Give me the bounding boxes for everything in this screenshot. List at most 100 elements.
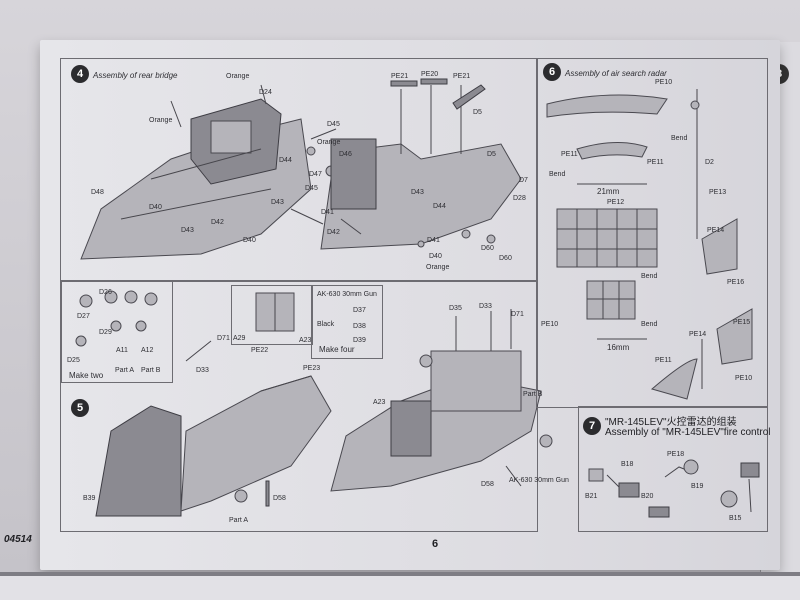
label-orange-2: Orange: [149, 117, 173, 124]
label-d47: D47: [309, 171, 322, 178]
label-d37: D37: [353, 307, 366, 314]
label-d27: D27: [77, 313, 90, 320]
label-pe10: PE10: [655, 79, 673, 86]
label-d48: D48: [91, 189, 104, 196]
instruction-sheet: 4 Assembly of rear bridge: [4, 40, 780, 570]
label-ak630-2: AK-630 30mm Gun: [509, 477, 569, 484]
label-pe21: PE21: [391, 73, 409, 80]
dimension-21mm: 21mm: [597, 187, 620, 196]
make-two-caption: Make two: [69, 371, 104, 380]
label-pe15: PE15: [733, 319, 751, 326]
step6-badge: 6: [543, 63, 561, 81]
label-d41: D41: [321, 209, 334, 216]
label-d71b: D71: [511, 311, 524, 318]
label-d24: D24: [259, 89, 272, 96]
label-d28: D28: [513, 195, 526, 202]
label-pe11b: PE11: [561, 151, 578, 158]
step5-left-hull-drawing: [75, 290, 332, 517]
step5-panel: 5: [60, 280, 569, 532]
catalog-number: 04514: [4, 534, 32, 545]
label-bend-2: Bend: [641, 273, 658, 280]
label-pe16: PE16: [727, 279, 745, 286]
label-d43c: D43: [411, 189, 424, 196]
table-paper: [0, 576, 800, 600]
label-d58b: D58: [273, 495, 286, 502]
label-part-a: Part A: [115, 367, 135, 374]
label-d33: D33: [196, 367, 209, 374]
label-d2: D2: [705, 159, 714, 166]
label-a23b: A23: [373, 399, 386, 406]
label-pe13: PE13: [709, 189, 727, 196]
label-d7: D7: [519, 177, 528, 184]
label-a12: A12: [141, 347, 154, 354]
step7-title-en: Assembly of "MR-145LEV"fire control: [605, 427, 771, 438]
step4-right-bridge-drawing: [320, 78, 522, 250]
label-d40c: D40: [429, 253, 442, 260]
label-pe11c: PE11: [655, 357, 672, 364]
label-bend-1: Bend: [549, 171, 566, 178]
label-d43b: D43: [181, 227, 194, 234]
label-bend-4: Bend: [641, 321, 658, 328]
label-d45: D45: [327, 121, 340, 128]
label-pe14: PE14: [707, 227, 725, 234]
label-pe10b: PE10: [541, 321, 559, 328]
label-d35: D35: [449, 305, 462, 312]
label-d71: D71: [217, 335, 230, 342]
label-ak630-1: AK-630 30mm Gun: [317, 291, 377, 298]
label-part-b2: Part B: [523, 391, 543, 398]
label-part-a2: Part A: [229, 517, 249, 524]
step6-radar-drawing: [546, 89, 753, 400]
label-b18: B18: [621, 461, 634, 468]
step5-sub-guns: [311, 285, 383, 359]
label-b39: B39: [83, 495, 96, 502]
step5-badge: 5: [71, 399, 89, 417]
label-d60: D60: [481, 245, 494, 252]
label-d39: D39: [353, 337, 366, 344]
label-part-b: Part B: [141, 367, 161, 374]
label-pe10c: PE10: [735, 375, 753, 382]
label-d45b: D45: [305, 185, 318, 192]
label-black: Black: [317, 321, 335, 328]
label-b21: B21: [585, 493, 598, 500]
label-pe18: PE18: [667, 451, 685, 458]
label-pe14b: PE14: [689, 331, 707, 338]
step4-panel: 4 Assembly of rear bridge: [60, 58, 538, 282]
step5-sub-vents: [61, 281, 173, 383]
step5-right-hull-drawing: [330, 309, 553, 492]
label-d41b: D41: [427, 237, 440, 244]
step7-title-zh: "MR-145LEV"火控雷达的组装: [605, 417, 737, 428]
label-a23: A23: [299, 337, 312, 344]
label-pe11: PE11: [647, 159, 664, 166]
label-d25: D25: [67, 357, 80, 364]
label-orange-1: Orange: [226, 73, 250, 80]
label-d40b: D40: [243, 237, 256, 244]
label-d58: D58: [481, 481, 494, 488]
step4-badge: 4: [71, 65, 89, 83]
label-d42: D42: [211, 219, 224, 226]
label-b20: B20: [641, 493, 654, 500]
label-d46: D46: [339, 151, 352, 158]
label-b15: B15: [729, 515, 742, 522]
label-a29: A29: [233, 335, 246, 342]
label-orange-3: Orange: [317, 139, 341, 146]
label-b19: B19: [691, 483, 704, 490]
label-d60b: D60: [499, 255, 512, 262]
label-d43: D43: [271, 199, 284, 206]
step7-fire-control-drawing: [588, 459, 760, 518]
page-number: 6: [432, 538, 439, 550]
label-d44: D44: [279, 157, 292, 164]
label-bend-3: Bend: [671, 135, 688, 142]
label-pe22: PE22: [251, 347, 269, 354]
dimension-16mm: 16mm: [607, 343, 630, 352]
label-pe23: PE23: [303, 365, 321, 372]
step6-panel: 6 Assembly of air search radar: [536, 58, 768, 408]
step4-left-bridge-drawing: [80, 84, 337, 260]
label-pe21b: PE21: [453, 73, 471, 80]
step7-panel: 7 "MR-145LEV"火控雷达的组装 Assembly of "MR-145…: [578, 406, 771, 532]
label-d38: D38: [353, 323, 366, 330]
label-d42b: D42: [327, 229, 340, 236]
step4-title: Assembly of rear bridge: [93, 71, 178, 80]
label-d26: D26: [99, 289, 112, 296]
make-four-caption: Make four: [319, 345, 355, 354]
label-d29: D29: [99, 329, 112, 336]
